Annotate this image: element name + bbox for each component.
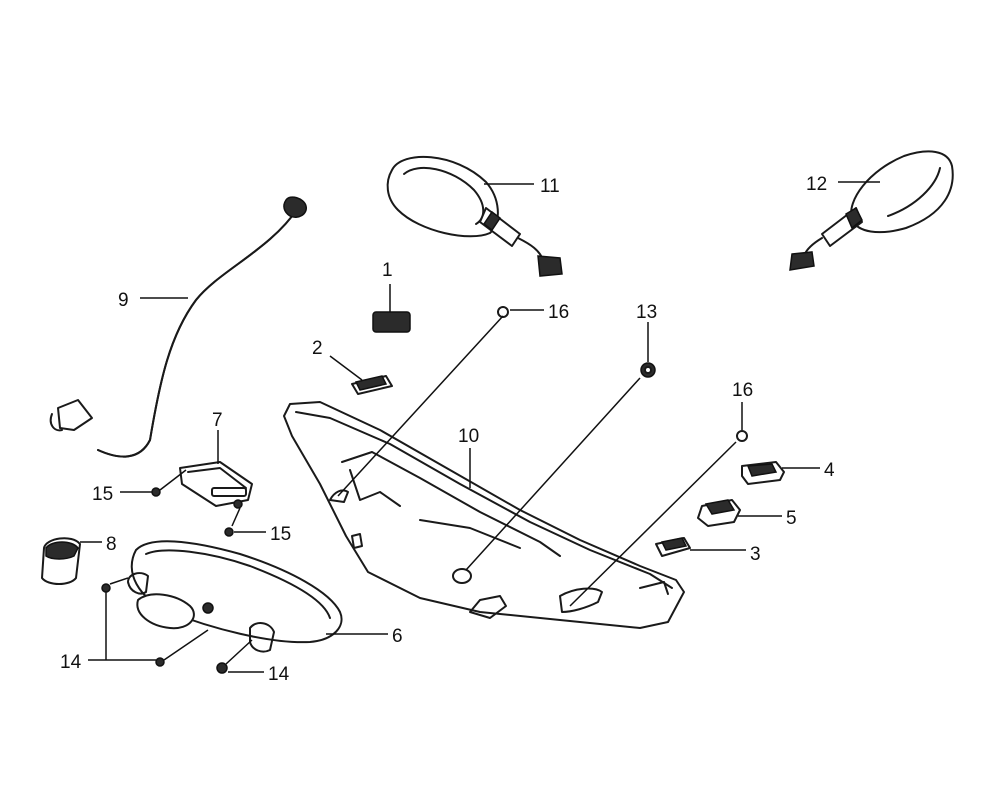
callout-14a: 14 — [60, 652, 82, 673]
callout-16b: 16 — [732, 380, 753, 401]
callout-3: 3 — [750, 544, 761, 565]
callout-1: 1 — [382, 260, 393, 281]
callout-10: 10 — [458, 426, 479, 447]
part-9-speedometer-cable — [49, 196, 307, 458]
part-12-right-mirror — [789, 150, 954, 271]
nut-13 — [640, 362, 656, 378]
screw-15a — [151, 487, 161, 497]
screw-15b — [224, 527, 234, 537]
part-1-switch-cap — [372, 311, 411, 333]
screw-14a — [101, 583, 111, 593]
part-10-handlebar-cover — [283, 401, 685, 629]
screw-16b — [736, 430, 748, 442]
callout-2: 2 — [312, 338, 323, 359]
part-8-bulb-socket — [41, 537, 81, 585]
part-6-instrument-housing — [127, 540, 343, 653]
callout-14b: 14 — [268, 664, 290, 685]
part-2-switch — [351, 375, 393, 395]
screw-16a — [497, 306, 509, 318]
callout-13: 13 — [636, 302, 657, 323]
callout-4: 4 — [824, 460, 835, 481]
callout-5: 5 — [786, 508, 797, 529]
callout-9: 9 — [118, 290, 129, 311]
callout-7: 7 — [212, 410, 223, 431]
part-5-switch — [697, 499, 741, 527]
callout-6: 6 — [392, 626, 403, 647]
callout-12: 12 — [806, 174, 827, 195]
part-11-left-mirror — [386, 155, 563, 277]
callout-15b: 15 — [270, 524, 291, 545]
part-7-bracket — [179, 461, 253, 509]
screw-14c — [216, 662, 228, 674]
callout-15a: 15 — [92, 484, 113, 505]
part-4-switch — [741, 461, 785, 485]
callout-16a: 16 — [548, 302, 569, 323]
callout-8: 8 — [106, 534, 117, 555]
part-3-switch — [655, 537, 691, 557]
callout-11: 11 — [540, 176, 560, 197]
callout-labels: 1 2 3 4 5 6 7 8 9 10 11 12 13 14 14 15 1… — [60, 174, 835, 685]
leader-lines — [80, 181, 880, 673]
screw-14b — [155, 657, 165, 667]
